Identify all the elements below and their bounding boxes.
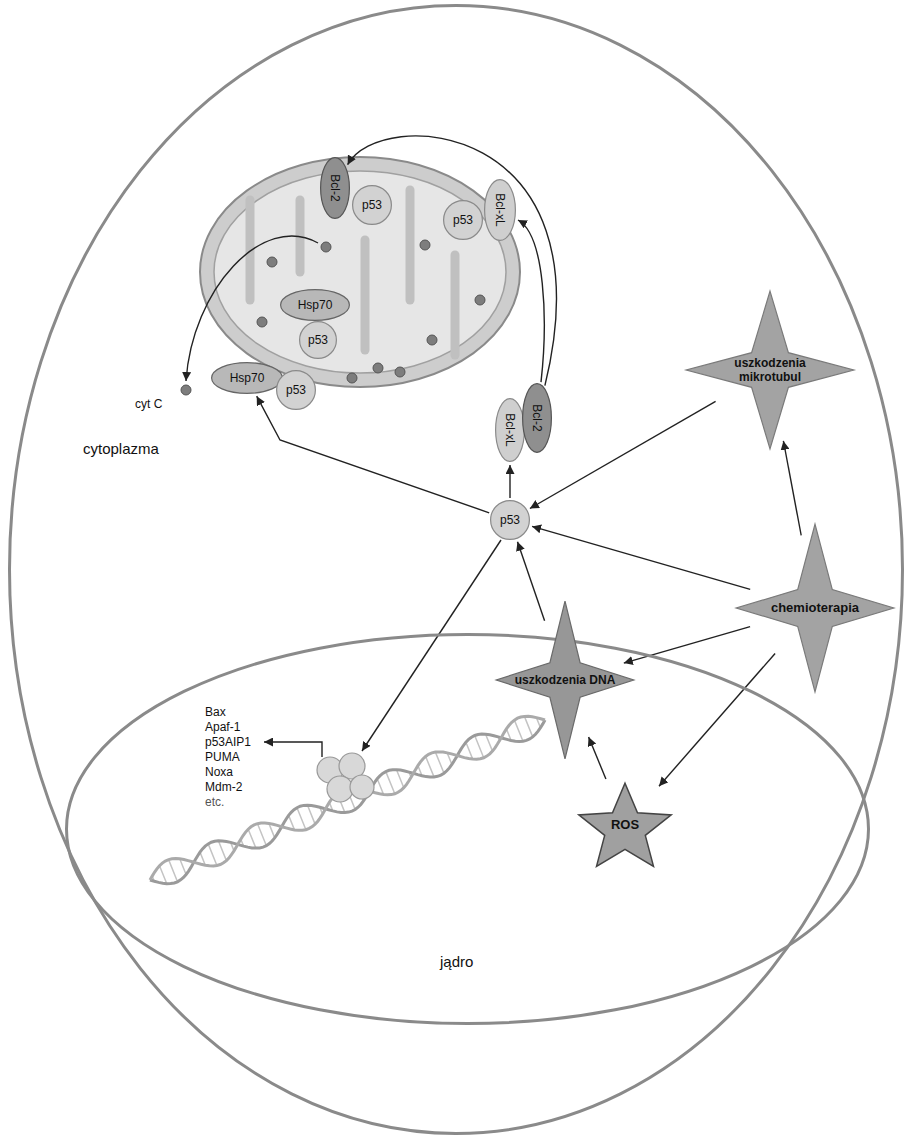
protein-oval: Bcl-2 <box>522 383 552 453</box>
node-label: Bcl-xL <box>503 413 517 446</box>
protein-oval-fill <box>212 363 283 394</box>
cell-outline: cytoplazmaBcl-2p53p53Bcl-xLHsp70p53Bcl-x… <box>8 4 904 1135</box>
gene-name: Noxa <box>205 765 233 779</box>
protein-circle-fill <box>491 501 530 540</box>
gene-name: etc. <box>205 795 224 809</box>
dot <box>267 257 277 267</box>
stimulus-star-fill <box>736 524 894 692</box>
protein-oval: Bcl-xL <box>484 179 516 241</box>
arrow-connector <box>518 542 545 621</box>
cristae <box>250 190 455 355</box>
protein-oval-fill <box>496 399 525 462</box>
dna-strand <box>150 720 545 884</box>
protein-oval: Hsp70 <box>211 362 283 394</box>
protein-circle: p53 <box>443 200 483 240</box>
node-label: Bcl-xL <box>493 193 507 226</box>
node-label: uszkodzenia DNA <box>515 673 616 687</box>
arrow-connector <box>659 654 775 787</box>
protein-circle-fill <box>444 201 483 240</box>
arrow-connector <box>532 526 750 589</box>
complex-subunit <box>327 776 353 802</box>
arrow-connector <box>518 220 544 382</box>
damage-star: uszkodzenia DNA <box>495 600 635 760</box>
protein-oval: Hsp70 <box>280 289 350 321</box>
protein-oval-fill <box>523 384 552 453</box>
ros-star: ROS <box>575 778 675 873</box>
dot <box>321 242 331 252</box>
protein-oval-fill <box>321 158 350 219</box>
molecule-label: cyt C <box>135 397 162 411</box>
arrow-connector <box>509 465 510 498</box>
node-label: Hsp70 <box>230 371 265 385</box>
node-label: p53 <box>286 383 306 397</box>
transcription-complex <box>317 753 374 802</box>
region-label: jądro <box>440 953 473 971</box>
nuclear-envelope <box>67 635 869 1024</box>
ros-star-fill <box>579 783 671 866</box>
dot <box>395 367 405 377</box>
node-label: ROS <box>611 817 639 833</box>
arrow-connector <box>783 441 801 535</box>
complex-subunit <box>350 775 374 799</box>
node-label: p53 <box>500 513 520 527</box>
expression-arrow <box>264 742 322 757</box>
arrow-connector <box>348 136 557 386</box>
mitochondrion <box>200 157 520 387</box>
crista <box>361 240 370 350</box>
gene-name: Bax <box>205 705 226 719</box>
protein-circle: p53 <box>299 321 337 359</box>
protein-circle-fill <box>277 371 316 410</box>
protein-circle: p53 <box>490 500 530 540</box>
cytochrome-dots <box>257 240 485 383</box>
arrow-connector <box>589 737 606 779</box>
damage-star: uszkodzenia mikrotubul <box>685 290 855 450</box>
node-label: p53 <box>308 333 328 347</box>
protein-oval: Bcl-xL <box>495 398 525 462</box>
protein-circle-fill <box>300 322 337 359</box>
dot <box>427 335 437 345</box>
protein-circle-fill <box>353 186 392 225</box>
crista <box>451 255 460 355</box>
crista <box>246 200 255 300</box>
protein-oval-fill <box>281 290 350 321</box>
cytochrome-dot <box>181 385 191 395</box>
dot <box>475 295 485 305</box>
gene-name: p53AIP1 <box>205 735 251 749</box>
protein-circle: p53 <box>352 185 392 225</box>
gene-name: Mdm-2 <box>205 780 242 794</box>
dot <box>420 240 430 250</box>
arrow-connector <box>624 627 750 663</box>
dot <box>373 363 383 373</box>
node-label: Hsp70 <box>298 298 333 312</box>
activation-arrow <box>362 540 501 751</box>
dna-rungs <box>152 716 540 883</box>
node-label: p53 <box>453 213 473 227</box>
cell-membrane <box>10 6 903 1134</box>
gene-name: PUMA <box>205 750 240 764</box>
damage-star-fill <box>686 291 854 449</box>
damage-star-fill <box>496 601 634 759</box>
arrow-connector <box>530 401 716 508</box>
node-label: chemioterapia <box>771 600 859 616</box>
dot <box>347 373 357 383</box>
node-label: uszkodzenia mikrotubul <box>720 356 820 385</box>
crista <box>406 190 415 300</box>
mitochondrion-outer <box>200 157 520 387</box>
node-label: Bcl-2 <box>328 174 342 201</box>
dna-helix <box>150 716 545 883</box>
mitochondrion-inner <box>214 171 506 373</box>
node-label: Bcl-2 <box>530 404 544 431</box>
gene-name: Apaf-1 <box>205 720 240 734</box>
dot <box>257 317 267 327</box>
arrow-connector <box>257 396 490 513</box>
nucleus-outline: jądro uszkodzenia DNA ROS <box>65 633 870 1025</box>
stimulus-star: chemioterapia <box>735 523 895 693</box>
region-label: cytoplazma <box>83 440 159 458</box>
dna-strand <box>150 716 545 880</box>
protein-oval: Bcl-2 <box>320 157 350 219</box>
node-label: p53 <box>362 198 382 212</box>
protein-circle: p53 <box>276 370 316 410</box>
protein-oval-fill <box>485 180 516 241</box>
